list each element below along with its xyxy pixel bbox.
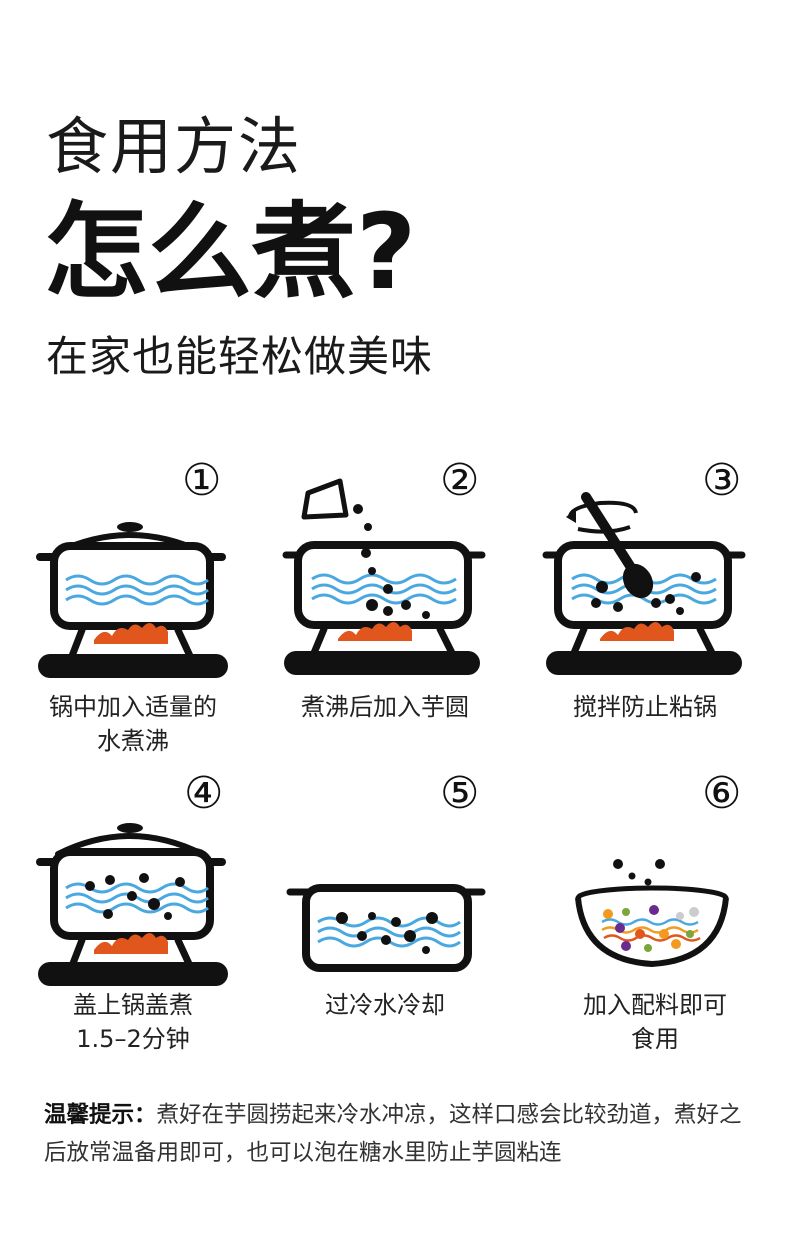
step-2-number: ② [440, 455, 480, 506]
page-title-big: 怎么煮? [44, 191, 417, 313]
step-6-caption: 加入配料即可 食用 [583, 991, 727, 1053]
add-taro-balls-icon [282, 478, 486, 675]
step-3-number: ③ [702, 455, 742, 506]
pot-boiling-icon [36, 522, 228, 678]
cold-water-icon [286, 884, 486, 972]
warm-tips: 温馨提示：煮好在芋圆捞起来冷水冲凉，这样口感会比较劲道，煮好之后放常温备用即可，… [44, 1096, 754, 1172]
page-subtitle: 在家也能轻松做美味 [46, 332, 434, 381]
page-title-small: 食用方法 [46, 110, 303, 183]
step-1-number: ① [182, 455, 222, 506]
step-5-caption: 过冷水冷却 [325, 991, 445, 1019]
step-4-caption: 盖上锅盖煮 1.5–2分钟 [73, 991, 193, 1053]
step-4: ④ 盖上锅盖煮 1.5–2分钟 [18, 768, 248, 1068]
step-1: ① 锅中加入适量的 水煮沸 [18, 455, 248, 755]
step-5: ⑤ 过冷水冷却 [280, 768, 510, 1068]
tips-text: 煮好在芋圆捞起来冷水冲凉，这样口感会比较劲道，煮好之后放常温备用即可，也可以泡在… [44, 1102, 742, 1166]
step-6: ⑥ 加入配料即可 食用 [540, 768, 770, 1068]
step-5-number: ⑤ [440, 768, 480, 819]
step-2-caption: 煮沸后加入芋圆 [301, 693, 469, 721]
step-6-number: ⑥ [702, 768, 742, 819]
step-3-caption: 搅拌防止粘锅 [573, 693, 717, 721]
serving-bowl-icon [575, 859, 729, 968]
covered-pot-icon [36, 823, 228, 986]
stir-pot-icon [542, 492, 746, 675]
step-3: ③ 搅拌防止粘锅 [540, 455, 770, 755]
step-4-number: ④ [184, 768, 224, 819]
step-1-caption: 锅中加入适量的 水煮沸 [49, 693, 217, 755]
tips-label: 温馨提示： [44, 1102, 157, 1128]
step-2: ② 煮沸后加入芋圆 [280, 455, 510, 755]
